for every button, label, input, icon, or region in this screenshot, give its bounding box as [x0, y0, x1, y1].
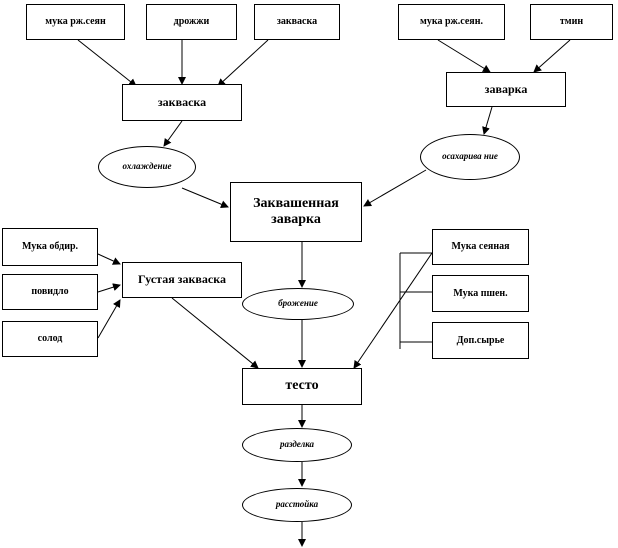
arrow-starter-to-zakvaska — [217, 39, 269, 87]
node-zavarka: заварка — [446, 72, 566, 107]
arrow-zakvaska-to-cooling — [163, 120, 183, 147]
node-top-flour: мука рж.сеян — [26, 4, 125, 40]
node-solod: солод — [2, 321, 98, 357]
node-dough: тесто — [242, 368, 362, 405]
node-flour-obdir: Мука обдир. — [2, 228, 98, 266]
node-top-cumin: тмин — [530, 4, 613, 40]
arrow-povidlo-to-thick — [97, 283, 121, 293]
arrow-thick-to-dough — [171, 297, 259, 369]
node-cooling: охлаждение — [98, 146, 196, 188]
arrow-zavarka-to-saccharification — [482, 106, 493, 135]
arrow-saccharification-to-fermented — [363, 169, 427, 207]
node-top-flour2: мука рж.сеян. — [398, 4, 505, 40]
arrow-flour2-to-zavarka — [437, 39, 491, 73]
node-povidlo: повидло — [2, 274, 98, 310]
node-flour-seyanaya: Мука сеяная — [432, 229, 529, 265]
arrow-flour-obdir-to-thick — [97, 253, 121, 265]
arrow-flour-to-zakvaska — [77, 39, 137, 87]
arrow-solod-to-thick — [97, 299, 121, 339]
node-top-yeast: дрожжи — [146, 4, 237, 40]
node-proofing: расстойка — [242, 488, 352, 522]
node-fermented-zavarka: Заквашенная заварка — [230, 182, 362, 242]
node-top-starter: закваска — [254, 4, 340, 40]
node-extra-raw: Доп.сырье — [432, 322, 529, 359]
node-dividing: разделка — [242, 428, 352, 462]
node-flour-wheat: Мука пшен. — [432, 275, 529, 312]
arrow-cumin-to-zavarka — [533, 39, 571, 73]
arrow-bracket-to-dough — [353, 252, 433, 369]
node-fermentation: брожение — [242, 288, 354, 320]
node-thick-starter: Густая закваска — [122, 262, 242, 298]
node-zakvaska: закваска — [122, 84, 242, 121]
node-saccharification: осахарива ние — [420, 134, 520, 180]
arrow-cooling-to-fermented — [181, 187, 229, 209]
